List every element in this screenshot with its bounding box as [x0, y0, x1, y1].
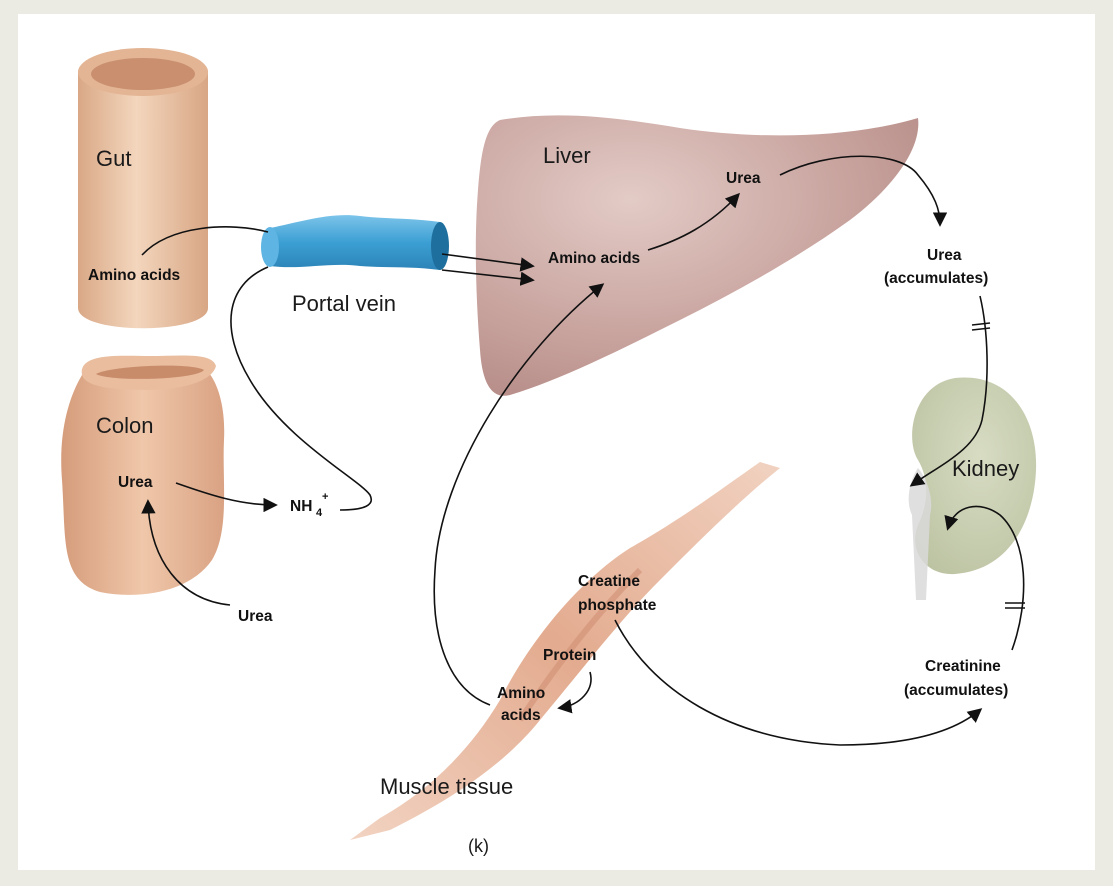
svg-text:4: 4	[316, 507, 323, 519]
muscle-amino-label-1: Amino	[497, 685, 545, 702]
kidney-shape	[909, 377, 1036, 600]
urea-accumulates-label-1: Urea	[927, 247, 962, 264]
creatine-label-1: Creatine	[578, 573, 640, 590]
protein-label: Protein	[543, 647, 596, 664]
liver-amino-acids-label: Amino acids	[548, 250, 640, 267]
gut-label: Gut	[96, 146, 131, 171]
nh4-label: NH 4 +	[290, 491, 328, 519]
liver-label: Liver	[543, 143, 591, 168]
colon-urea-label: Urea	[118, 474, 153, 491]
urea-accumulates-label-2: (accumulates)	[884, 270, 988, 287]
liver-urea-label: Urea	[726, 170, 761, 187]
creatine-label-2: phosphate	[578, 597, 657, 614]
svg-text:NH: NH	[290, 498, 312, 515]
portal-vein-label: Portal vein	[292, 291, 396, 316]
portal-vein-shape	[261, 215, 449, 270]
kidney-label: Kidney	[952, 456, 1019, 481]
creatinine-label-1: Creatinine	[925, 658, 1001, 675]
muscle-amino-label-2: acids	[501, 707, 541, 724]
colon-label: Colon	[96, 413, 153, 438]
gut-amino-acids-label: Amino acids	[88, 267, 180, 284]
muscle-tissue-label: Muscle tissue	[380, 774, 513, 799]
figure-label: (k)	[468, 836, 489, 856]
creatinine-label-2: (accumulates)	[904, 682, 1008, 699]
gut-shape	[78, 48, 208, 328]
urea-input-label: Urea	[238, 608, 273, 625]
svg-text:+: +	[322, 491, 328, 503]
